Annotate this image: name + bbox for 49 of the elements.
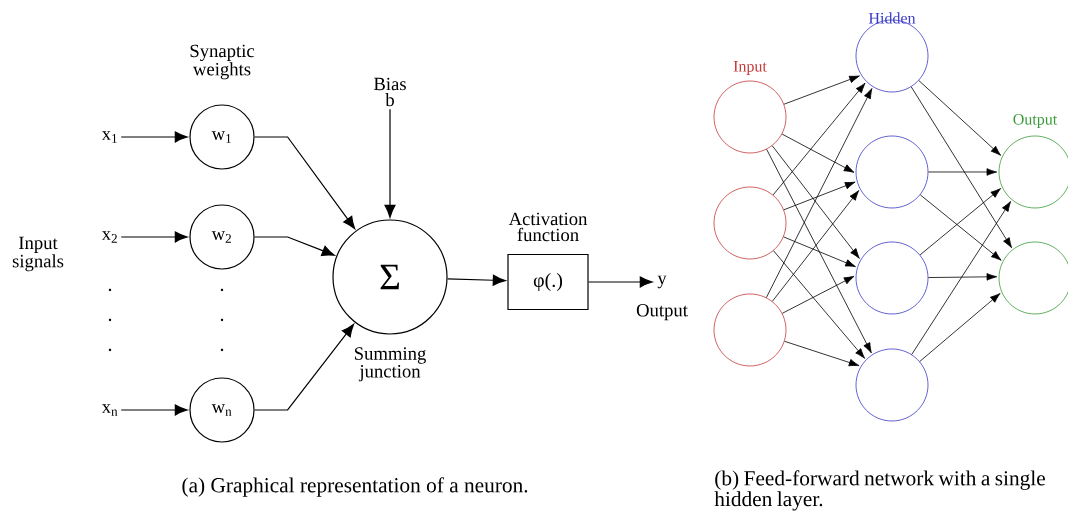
neuron-circle [713, 80, 787, 154]
arrow [928, 273, 998, 281]
arrow [910, 86, 1012, 249]
arrow [772, 190, 860, 302]
signal-label: y [657, 275, 667, 289]
label: Input signals [12, 236, 64, 272]
neuron-circle [855, 241, 929, 315]
neuron-circle [713, 186, 787, 260]
arrow [784, 340, 860, 367]
arrow [781, 133, 855, 173]
arrow [254, 236, 335, 257]
bias-label: Bias b [373, 77, 406, 107]
layer-label: Hidden [868, 12, 916, 24]
arrow [919, 188, 1001, 256]
caption: (b) Feed-forward network with a single hidden layer. [714, 470, 1045, 511]
node-caption: Summing junction [354, 347, 426, 382]
arrow [783, 181, 856, 211]
function-box: φ(.) [507, 253, 589, 311]
arrow [772, 82, 866, 196]
arrow [766, 88, 873, 298]
signal-label: x$_{n}$ [101, 404, 118, 416]
arrow [919, 293, 1001, 362]
neuron-circle [855, 348, 929, 422]
arrow [766, 148, 872, 354]
signal-label: x$_{1}$ [101, 131, 117, 143]
node-caption: Output [636, 303, 688, 321]
arrow [781, 275, 855, 314]
signal-label: x$_{2}$ [101, 231, 117, 243]
neuron-circle [855, 135, 929, 209]
arrow [384, 108, 396, 218]
box-heading: Activation function [508, 212, 588, 242]
arrow [588, 276, 653, 288]
arrow [254, 136, 356, 230]
arrow [771, 145, 860, 259]
arrow [446, 274, 506, 286]
arrow [919, 194, 1002, 261]
arrow [783, 75, 860, 105]
arrow [918, 80, 1002, 156]
caption: (a) Graphical representation of a neuron. [182, 477, 528, 497]
arrow [911, 201, 1011, 355]
label: Synaptic weights [190, 44, 255, 80]
neuron-circle [713, 293, 787, 367]
arrow [254, 323, 355, 411]
arrow [783, 236, 856, 268]
arrow [120, 231, 188, 243]
arrow [773, 250, 866, 359]
arrow [928, 168, 998, 176]
arrow [120, 404, 188, 416]
arrow [120, 131, 188, 143]
